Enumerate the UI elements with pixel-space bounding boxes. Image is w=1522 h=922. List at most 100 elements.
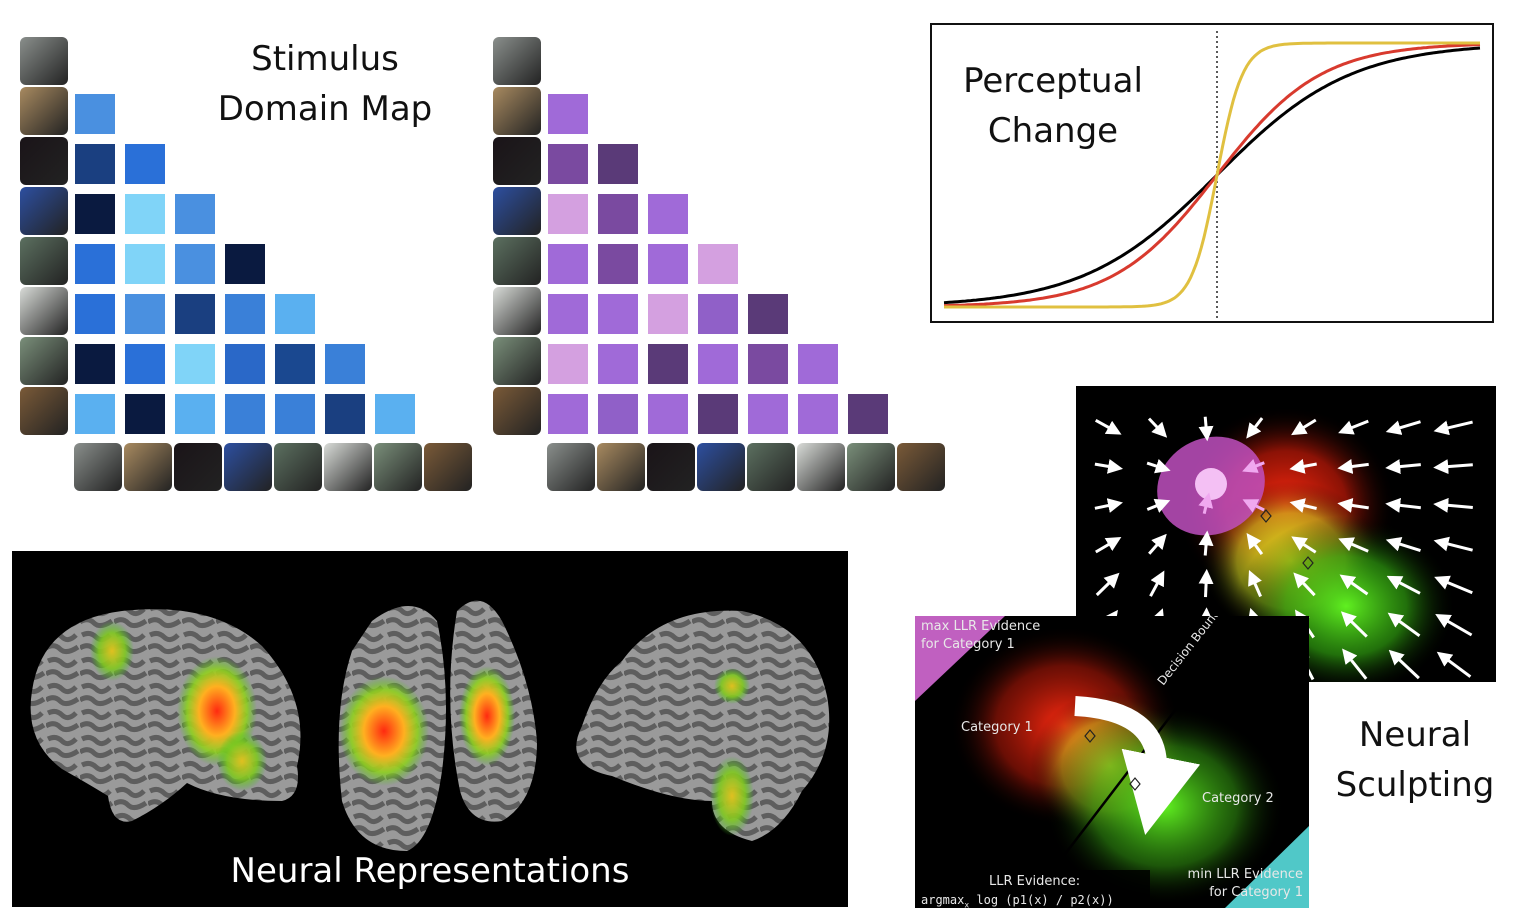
- perceptual-curve: [944, 41, 1480, 309]
- field-arrow: [1246, 417, 1264, 439]
- matrix-cell: [225, 394, 265, 434]
- matrix-cell: [125, 344, 165, 384]
- activation-blob: [710, 756, 754, 836]
- field-arrow: [1386, 575, 1421, 595]
- category1-label: Category 1: [961, 720, 1033, 735]
- diamond-marker: [1302, 556, 1314, 570]
- field-arrow: [1337, 459, 1369, 474]
- matrix-cell: [548, 194, 588, 234]
- formula-body: log (p1(x) / p2(x)): [969, 893, 1114, 907]
- matrix-cell: [125, 244, 165, 284]
- left-hemisphere: [30, 609, 301, 822]
- field-arrow: [1338, 537, 1369, 553]
- blue-similarity-matrix: [0, 0, 480, 500]
- field-arrow: [1385, 536, 1421, 553]
- min-llr-label: min LLR Evidence for Category 1: [1188, 866, 1303, 902]
- deer-thumbnail: [897, 443, 945, 491]
- field-arrow: [1434, 575, 1473, 595]
- owl-thumbnail: [597, 443, 645, 491]
- seal-pup-thumbnail: [547, 443, 595, 491]
- snake-thumbnail: [20, 137, 68, 185]
- matrix-cell: [548, 294, 588, 334]
- perceptual-curve: [944, 43, 1481, 308]
- brain-renderings: [30, 600, 830, 851]
- field-arrow: [1147, 417, 1168, 438]
- field-arrow: [1339, 574, 1369, 596]
- field-arrow: [1388, 649, 1420, 680]
- whale-thumbnail: [697, 443, 745, 491]
- purple-similarity-matrix: [473, 0, 953, 500]
- matrix-cell: [748, 344, 788, 384]
- field-arrow: [1342, 648, 1368, 680]
- white-cat-thumbnail: [20, 287, 68, 335]
- matrix-cell: [125, 144, 165, 184]
- matrix-cell: [698, 294, 738, 334]
- field-arrow: [1291, 536, 1317, 554]
- field-arrow: [1338, 419, 1369, 435]
- matrix-cell: [225, 244, 265, 284]
- sculpting-title-line2: Sculpting: [1335, 765, 1495, 805]
- field-arrow: [1289, 498, 1317, 513]
- min-evidence-corner: [1225, 826, 1309, 908]
- matrix-cell: [698, 394, 738, 434]
- diamond-marker: [1084, 729, 1096, 743]
- snake-thumbnail: [174, 443, 222, 491]
- neural-representations-panel: Neural Representations: [12, 551, 848, 907]
- matrix-cell: [698, 344, 738, 384]
- activation-blob: [714, 668, 750, 704]
- formula-argmax: argmax: [921, 893, 965, 907]
- field-arrow: [1340, 611, 1368, 638]
- field-arrow: [1385, 459, 1421, 475]
- stimulus-domain-map-title: Stimulus Domain Map: [195, 34, 455, 134]
- llr-formula: argmaxx log (p1(x) / p2(x)): [921, 891, 1114, 908]
- attractor-point: [1195, 468, 1227, 500]
- matrix-cell: [598, 394, 638, 434]
- matrix-cell: [548, 244, 588, 284]
- matrix-cell: [175, 244, 215, 284]
- deer-thumbnail: [424, 443, 472, 491]
- field-arrow: [1337, 498, 1369, 513]
- matrix-cell: [325, 394, 365, 434]
- white-cat-thumbnail: [324, 443, 372, 491]
- perceptual-title-line2: Change: [987, 111, 1119, 151]
- whale-thumbnail: [493, 187, 541, 235]
- max-llr-line1: max LLR Evidence: [921, 619, 1041, 634]
- field-arrow: [1246, 533, 1264, 555]
- right-hemisphere: [576, 610, 830, 841]
- matrix-cell: [125, 194, 165, 234]
- diamond-marker: [1129, 777, 1141, 791]
- matrix-cell: [598, 294, 638, 334]
- matrix-cell: [175, 194, 215, 234]
- matrix-cell: [648, 244, 688, 284]
- matrix-cell: [598, 344, 638, 384]
- matrix-cell: [648, 294, 688, 334]
- deer-thumbnail: [20, 387, 68, 435]
- matrix-cell: [548, 94, 588, 134]
- sea-turtle-thumbnail: [747, 443, 795, 491]
- matrix-cell: [798, 394, 838, 434]
- min-llr-line1: min LLR Evidence: [1187, 867, 1303, 882]
- field-arrow: [1433, 536, 1473, 552]
- matrix-cell: [75, 294, 115, 334]
- activation-blob: [217, 731, 267, 791]
- vector-field: [1094, 406, 1473, 682]
- field-arrow: [1198, 416, 1214, 442]
- field-arrow: [1198, 530, 1214, 556]
- field-arrow: [1385, 497, 1421, 513]
- field-arrow: [1094, 498, 1123, 513]
- field-arrow: [1435, 614, 1473, 637]
- field-arrow: [1242, 499, 1265, 513]
- matrix-cell: [375, 394, 415, 434]
- matrix-cell: [225, 344, 265, 384]
- diamond-marker: [1260, 509, 1272, 523]
- duck-thumbnail: [20, 337, 68, 385]
- seal-pup-thumbnail: [74, 443, 122, 491]
- matrix-cell: [598, 244, 638, 284]
- field-arrow: [1146, 458, 1171, 474]
- category2-label: Category 2: [1202, 791, 1274, 806]
- field-arrow: [1149, 570, 1165, 597]
- white-cat-thumbnail: [797, 443, 845, 491]
- matrix-cell: [75, 94, 115, 134]
- duck-thumbnail: [847, 443, 895, 491]
- max-llr-label: max LLR Evidence for Category 1: [921, 618, 1040, 654]
